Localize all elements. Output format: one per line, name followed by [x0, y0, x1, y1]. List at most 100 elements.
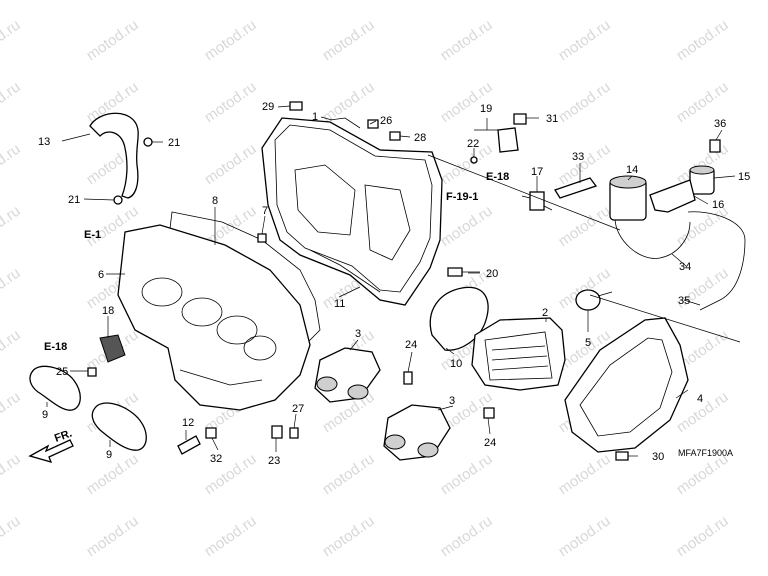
- callout-9b: 9: [106, 449, 112, 461]
- callout-17: 17: [531, 166, 543, 178]
- callout-8: 8: [212, 195, 218, 207]
- callout-14: 14: [626, 164, 638, 176]
- callout-33: 33: [572, 151, 584, 163]
- watermark-text: motod.ru: [0, 16, 24, 64]
- callout-4: 4: [697, 393, 703, 405]
- callout-12: 12: [182, 417, 194, 429]
- callout-35: 35: [678, 295, 690, 307]
- drawing: [28, 101, 746, 463]
- watermark-text: motod.ru: [673, 0, 731, 2]
- o-ring-9-right: [91, 402, 147, 451]
- bolt-31: [513, 113, 527, 125]
- bolt-36: [709, 139, 721, 153]
- callout-6: 6: [98, 269, 104, 281]
- front-label: FR.: [53, 427, 74, 444]
- sensor-18: [99, 334, 126, 363]
- front-arrow: [28, 439, 74, 463]
- clip-23: [271, 425, 283, 439]
- watermark-text: motod.ru: [319, 512, 377, 560]
- watermark-text: motod.ru: [0, 388, 24, 436]
- bolt-29: [289, 101, 303, 111]
- clip-7: [257, 233, 267, 243]
- bolt-27: [289, 427, 299, 439]
- watermark-text: motod.ru: [0, 202, 24, 250]
- watermark-text: motod.ru: [319, 0, 377, 2]
- valve-14: [609, 175, 647, 221]
- watermark-text: motod.ru: [0, 140, 24, 188]
- callout-20: 20: [486, 268, 498, 280]
- bolt-30: [615, 451, 629, 461]
- leader-lines: [46, 105, 741, 457]
- callout-16: 16: [712, 199, 724, 211]
- joint-17: [521, 191, 553, 211]
- callout-31: 31: [546, 113, 558, 125]
- sensor-19: [497, 127, 519, 153]
- watermark-text: motod.ru: [437, 450, 495, 498]
- clip-21-lower: [113, 195, 123, 205]
- callout-5: 5: [585, 337, 591, 349]
- clip-12: [177, 435, 201, 455]
- callout-11: 11: [334, 298, 345, 310]
- bolt-25: [87, 367, 97, 377]
- ref-e1: E-1: [84, 229, 101, 241]
- callout-22: 22: [467, 138, 479, 150]
- funnel-upper: [314, 347, 381, 403]
- air-cleaner-cover: [564, 317, 689, 453]
- watermark-text: motod.ru: [0, 264, 24, 312]
- air-filter-element: [471, 317, 566, 391]
- watermark-text: motod.ru: [437, 512, 495, 560]
- tube-35: [687, 211, 746, 311]
- watermark-text: motod.ru: [555, 78, 613, 126]
- watermark-text: motod.ru: [555, 16, 613, 64]
- watermark-text: motod.ru: [437, 16, 495, 64]
- watermark-text: motod.ru: [201, 0, 259, 2]
- watermark-text: motod.ru: [555, 0, 613, 2]
- diagram-code: MFA7F1900A: [678, 448, 733, 458]
- air-cleaner-housing: [261, 117, 443, 306]
- ref-e18-right: E-18: [486, 171, 509, 183]
- watermark-text: motod.ru: [319, 16, 377, 64]
- bolt-26: [367, 119, 379, 129]
- callout-18: 18: [102, 305, 114, 317]
- watermark-text: motod.ru: [201, 16, 259, 64]
- watermark-text: motod.ru: [555, 202, 613, 250]
- callout-34: 34: [679, 261, 691, 273]
- watermark-text: motod.ru: [83, 0, 141, 2]
- lower-housing: [117, 224, 311, 411]
- watermark-text: motod.ru: [83, 512, 141, 560]
- callout-29: 29: [262, 101, 274, 113]
- callout-2: 2: [542, 307, 548, 319]
- watermark-text: motod.ru: [83, 16, 141, 64]
- watermark-text: motod.ru: [673, 512, 731, 560]
- callout-21a: 21: [168, 137, 180, 149]
- clip-32: [205, 427, 217, 439]
- callout-1: 1: [312, 111, 318, 123]
- callout-28: 28: [414, 132, 426, 144]
- callout-30: 30: [652, 451, 664, 463]
- bolt-20: [447, 267, 480, 277]
- watermark-text: motod.ru: [555, 450, 613, 498]
- callouts: 1 2 3 3 4 5 6 7 8 9 9 10 11 12 13 14 15 …: [38, 101, 750, 467]
- watermark-text: motod.ru: [319, 450, 377, 498]
- reference-labels: E-1 E-18 E-18 F-19-1 MFA7F1900A FR.: [44, 171, 733, 458]
- callout-9a: 9: [42, 409, 48, 421]
- callout-23: 23: [268, 455, 280, 467]
- watermark-text: motod.ru: [0, 512, 24, 560]
- callout-19: 19: [480, 103, 492, 115]
- callout-15: 15: [738, 171, 750, 183]
- clip-22: [470, 156, 478, 164]
- callout-24b: 24: [484, 437, 496, 449]
- tube-33: [554, 177, 598, 199]
- watermark-text: motod.ru: [0, 326, 24, 374]
- valve-5: [575, 289, 613, 311]
- callout-32: 32: [210, 453, 222, 465]
- watermark-text: motod.ru: [201, 140, 259, 188]
- valve-15: [689, 165, 715, 195]
- o-ring-10: [429, 286, 489, 351]
- bolt-24-lower: [483, 407, 495, 419]
- watermark-text: motod.ru: [83, 450, 141, 498]
- fasteners: [87, 101, 721, 461]
- callout-24a: 24: [405, 339, 417, 351]
- watermark-text: motod.ru: [437, 0, 495, 2]
